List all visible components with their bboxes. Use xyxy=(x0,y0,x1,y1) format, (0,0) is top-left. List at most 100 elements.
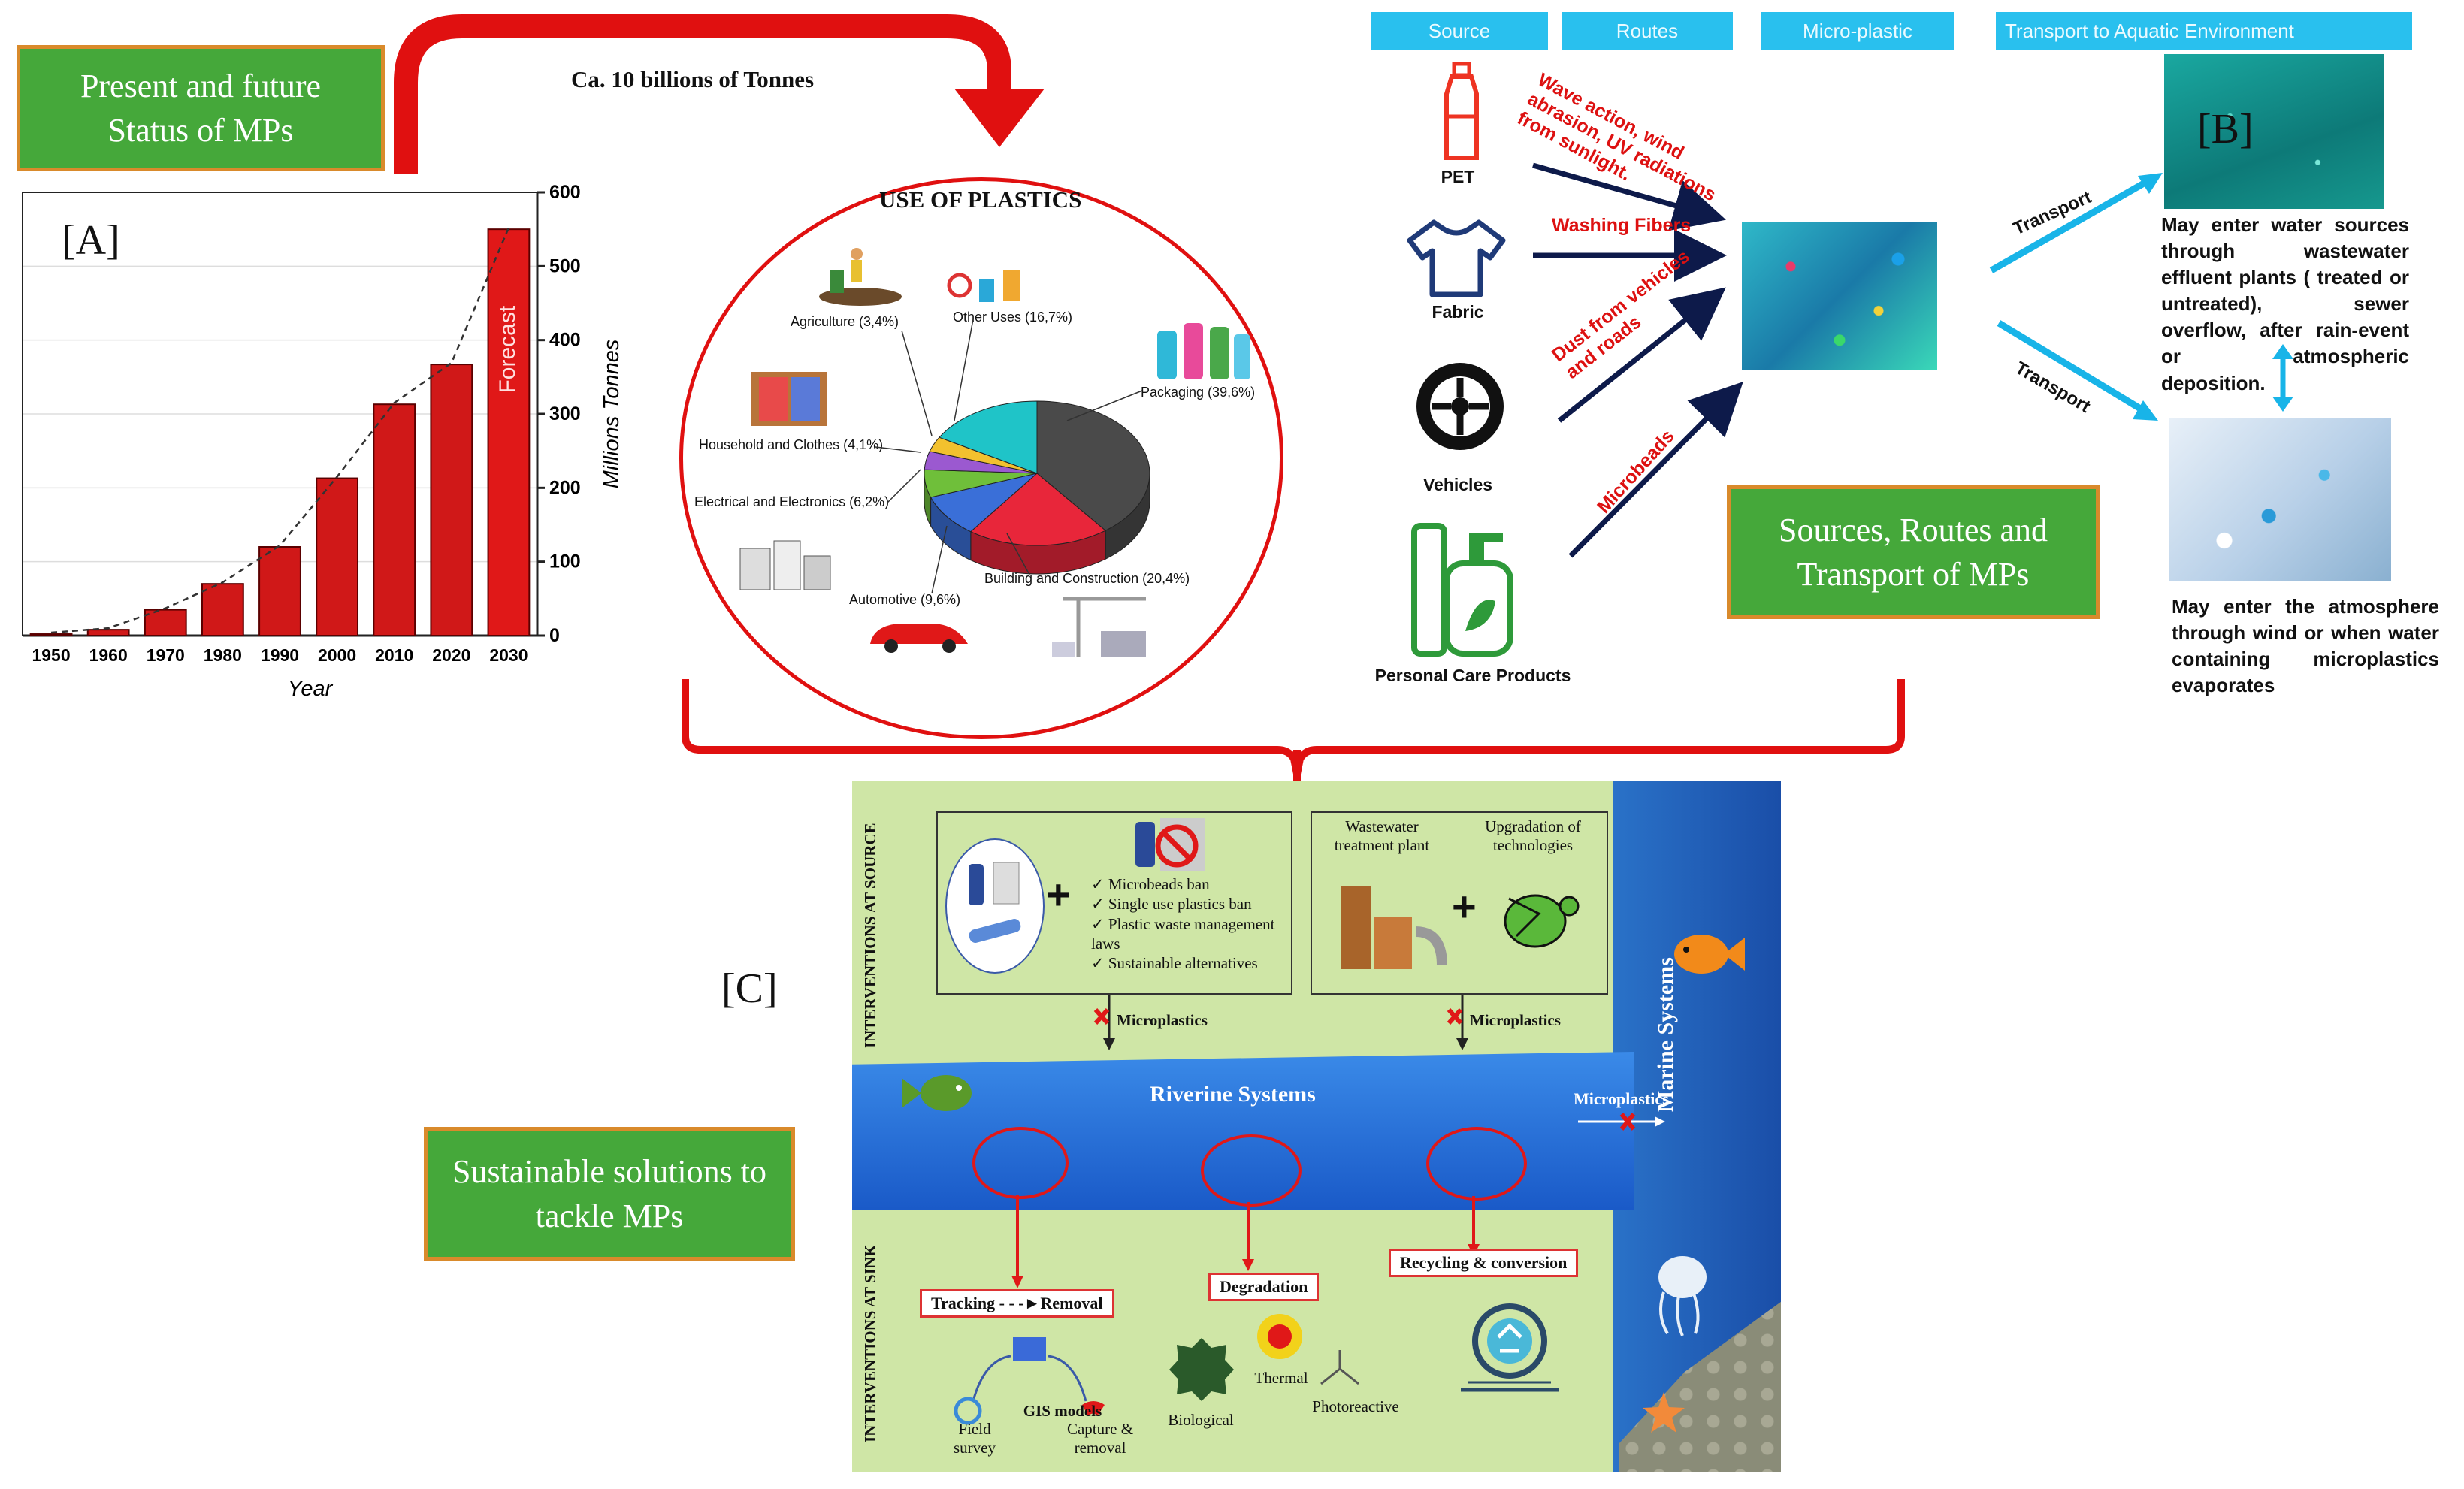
x-tick-label: 2020 xyxy=(432,645,470,665)
plastic-products-icon xyxy=(969,862,1021,943)
bar xyxy=(29,633,73,636)
electronics-icon xyxy=(739,540,831,590)
water-image xyxy=(2164,54,2384,209)
green-fish-icon xyxy=(902,1075,972,1111)
label-building: Building and Construction (20,4%) xyxy=(984,571,1190,586)
vehicles-label: Vehicles xyxy=(1422,475,1493,494)
microplastics-label-1: Microplastics xyxy=(1117,1011,1208,1029)
pet-bottle-icon xyxy=(1444,62,1479,160)
panel-c-label: [C] xyxy=(721,965,778,1012)
fish-icon xyxy=(1674,935,1745,974)
x-tick-label: 2000 xyxy=(318,645,356,665)
x-tick-label: 2010 xyxy=(375,645,413,665)
products-oval xyxy=(945,838,1045,974)
ban-item-microbeads: ✓ Microbeads ban xyxy=(1091,875,1210,893)
photoreactive-label: Photoreactive xyxy=(1312,1397,1399,1415)
atmosphere-image xyxy=(2169,418,2391,581)
label-automotive: Automotive (9,6%) xyxy=(849,592,961,607)
source-box-right xyxy=(1311,811,1608,995)
pie-slice-other xyxy=(939,400,1038,474)
pie-chart xyxy=(924,400,1150,575)
wwtp-label: Wastewater treatment plant xyxy=(1334,817,1430,854)
biological-icon xyxy=(1169,1338,1234,1401)
y-tick-label: 100 xyxy=(549,551,581,572)
x-tick-label: 1970 xyxy=(147,645,185,665)
bar xyxy=(316,477,359,636)
microplastics-label-2: Microplastics xyxy=(1470,1011,1561,1029)
biological-label: Biological xyxy=(1168,1411,1234,1429)
ban-item-single-use: ✓ Single use plastics ban xyxy=(1091,895,1252,914)
label-household: Household and Clothes (4,1%) xyxy=(699,437,884,452)
label-packaging: Packaging (39,6%) xyxy=(1141,385,1256,400)
microplastics-to-marine-label: Microplastics xyxy=(1574,1089,1669,1108)
x-axis-title: Year xyxy=(288,677,334,701)
tire-icon xyxy=(1416,363,1504,450)
packaging-icon xyxy=(1157,323,1250,379)
header-source: Source xyxy=(1371,12,1548,50)
jellyfish-icon xyxy=(1658,1256,1707,1336)
thermal-icon xyxy=(1257,1314,1302,1359)
household-icon xyxy=(751,372,827,426)
microplastic-image xyxy=(1742,222,1937,370)
pie-slice-automotive xyxy=(930,473,1038,533)
bar xyxy=(258,546,301,636)
ban-item-alternatives: ✓ Sustainable alternatives xyxy=(1091,954,1258,972)
x-tick-label: 2030 xyxy=(489,645,528,665)
x-tick-label: 1990 xyxy=(261,645,299,665)
degradation-box: Degradation xyxy=(1208,1273,1320,1301)
mp-circle-2 xyxy=(1201,1134,1302,1207)
label-electrical: Electrical and Electronics (6,2%) xyxy=(694,494,890,509)
construction-icon xyxy=(1052,597,1146,657)
x-tick-label: 1980 xyxy=(204,645,242,665)
mp-circle-1 xyxy=(972,1127,1069,1199)
upgradation-label: Upgradation of technologies xyxy=(1485,817,1581,854)
x-tick-label: 1950 xyxy=(32,645,70,665)
ban-item-laws: ✓ Plastic waste management laws xyxy=(1091,914,1275,953)
personal-care-icon xyxy=(1411,523,1513,657)
transport-arrows xyxy=(1989,173,2163,421)
removal-label: Removal xyxy=(1040,1294,1103,1312)
pet-label: PET xyxy=(1441,167,1475,186)
label-other-uses: Other Uses (16,7%) xyxy=(953,310,1073,325)
header-transport: Transport to Aquatic Environment xyxy=(1996,12,2412,50)
pie-title: USE OF PLASTICS xyxy=(879,186,1082,213)
trend-line xyxy=(50,227,510,634)
double-arrow xyxy=(2272,344,2293,412)
route-arrows xyxy=(1532,162,1743,558)
header-microplastic: Micro-plastic xyxy=(1761,12,1954,50)
gis-label: GIS models xyxy=(1023,1402,1102,1420)
bar xyxy=(373,403,416,636)
y-tick-label: 400 xyxy=(549,330,581,351)
y-tick-label: 0 xyxy=(549,625,560,646)
y-tick-label: 600 xyxy=(549,182,581,203)
gis-icon xyxy=(954,1337,1105,1425)
source-arrows xyxy=(1093,995,1468,1050)
label-agriculture: Agriculture (3,4%) xyxy=(791,314,899,329)
recycling-box: Recycling & conversion xyxy=(1389,1249,1579,1277)
tracking-removal-box: Tracking - - -►Removal xyxy=(920,1289,1114,1318)
riverine-label: Riverine Systems xyxy=(1150,1082,1316,1107)
source-box-left xyxy=(936,811,1292,995)
bar xyxy=(144,609,187,636)
personal-care-label: Personal Care Products xyxy=(1374,666,1571,685)
car-icon xyxy=(870,624,968,653)
ban-icon xyxy=(1135,818,1205,871)
y-axis-title: Millions Tonnes xyxy=(600,340,624,489)
recycling-icon xyxy=(1461,1303,1559,1392)
circle-connectors xyxy=(1011,1195,1480,1288)
tracking-label: Tracking xyxy=(931,1294,996,1312)
description-atmosphere: May enter the atmosphere through wind or… xyxy=(2172,595,2439,697)
pie-slice-building xyxy=(969,473,1107,546)
route-washing: Washing Fibers xyxy=(1552,215,1692,236)
panel-a-label: [A] xyxy=(62,217,120,264)
starfish-icon xyxy=(1643,1392,1685,1433)
y-tick-label: 300 xyxy=(549,403,581,424)
forecast-label: Forecast xyxy=(495,305,520,393)
blocked-arrow xyxy=(1578,1113,1665,1131)
capture-removal-label: Capture & removal xyxy=(1066,1420,1134,1457)
plus-icon-2: + xyxy=(1452,883,1477,930)
y-tick-label: 500 xyxy=(549,255,581,276)
pie-slice-packaging xyxy=(1036,400,1150,531)
big-red-arrow xyxy=(394,14,1045,174)
